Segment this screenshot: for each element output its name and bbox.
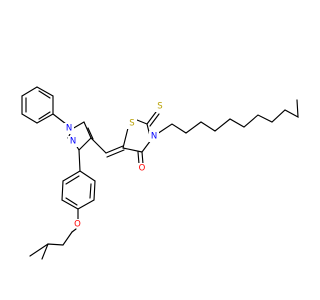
- bond-carbonyl-double: [137, 151, 140, 165]
- atom-o-ether-label: O: [74, 220, 81, 230]
- isobutyl-methyl: [29, 243, 49, 257]
- atom-o-carbonyl-label: O: [139, 164, 146, 174]
- isobutoxyphenyl-ring: [61, 149, 96, 210]
- atom-s-thione-label: S: [157, 102, 162, 112]
- bond-ch-c5-double: [106, 149, 125, 158]
- bond-thione-double: [149, 113, 160, 127]
- bond-o-ch2: [71, 228, 77, 233]
- bond-phenyl-n1: [52, 113, 67, 125]
- molecule-drawing: N N S S N O O: [21, 86, 299, 260]
- bond-pyrazole-ch: [90, 137, 107, 154]
- atom-n2-label: N: [70, 137, 76, 147]
- phenyl-ring: [21, 86, 54, 124]
- isobutyl-chain: [41, 231, 73, 260]
- bond-carbonyl: [141, 151, 144, 165]
- atom-labels: N N S S N O O: [64, 101, 165, 230]
- bond-ch-c5: [105, 145, 124, 154]
- dodecyl-chain: [156, 99, 299, 135]
- bond-thione: [146, 111, 157, 125]
- structure-canvas: N N S S N O O: [21, 86, 299, 260]
- atom-n1-label: N: [66, 124, 72, 134]
- atom-n3-label: N: [151, 132, 157, 142]
- atom-s-ring-label: S: [129, 119, 134, 129]
